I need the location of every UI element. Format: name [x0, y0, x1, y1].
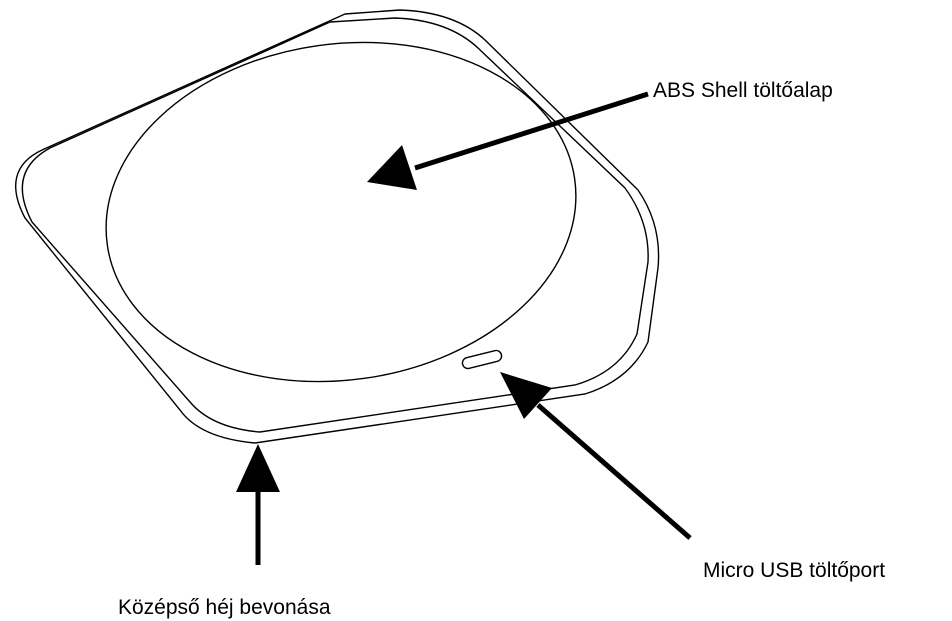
label-middle-shell-coating: Középső héj bevonása: [118, 596, 331, 619]
arrow-coating: [236, 444, 280, 565]
charging-surface-circle: [105, 41, 577, 383]
arrow-port: [500, 372, 692, 540]
pad-outer-edge: [15, 9, 660, 444]
arrow-shell: [367, 91, 649, 190]
label-abs-shell: ABS Shell töltőalap: [653, 79, 833, 102]
pad-top-surface: [21, 17, 649, 433]
micro-usb-port: [461, 349, 503, 370]
label-micro-usb-port: Micro USB töltőport: [703, 559, 886, 582]
